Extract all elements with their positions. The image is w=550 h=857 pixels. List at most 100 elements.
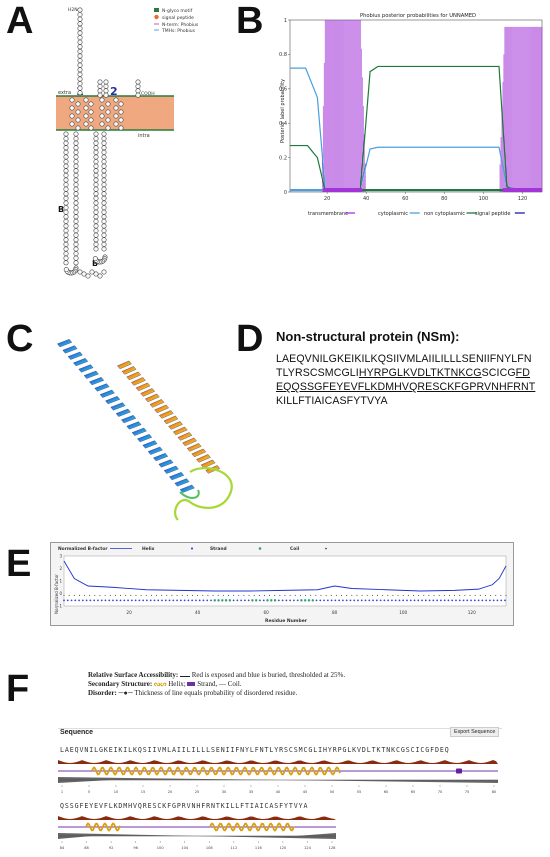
bfactor-ss-dot xyxy=(66,599,69,602)
psipred-tick: 116 xyxy=(255,846,263,850)
psipred-tick: 100 xyxy=(157,846,165,850)
phobius-legend-item: non cytoplasmic xyxy=(424,211,465,217)
bfactor-ss-dot xyxy=(424,599,427,602)
psipred-tick: 50 xyxy=(330,790,335,794)
nsm-seq-line-1: LAEQVNILGKEIKILKQSIIVMLAIILILLLSENIIFNYL… xyxy=(276,353,532,365)
bfactor-ss-dot xyxy=(402,599,405,602)
psipred-tick: 60 xyxy=(384,790,389,794)
psipred-tick: 84 xyxy=(60,846,65,850)
psipred-tick: 35 xyxy=(249,790,254,794)
legend-rsa: Relative Surface Accessibility: Red is e… xyxy=(88,671,346,679)
bfactor-ss-dot xyxy=(198,599,201,602)
legend-tmhs: TMHs: Phobius xyxy=(161,28,196,34)
bfactor-ss-dot xyxy=(364,599,367,602)
bfactor-ss-dot xyxy=(236,599,239,602)
psipred-tick: 80 xyxy=(492,790,497,794)
bfactor-ss-dot xyxy=(127,599,129,602)
bfactor-ss-dot xyxy=(496,599,499,602)
export-sequence-button[interactable]: Export Sequence xyxy=(450,727,500,737)
bfactor-ss-dot xyxy=(195,599,197,602)
psipred-seq-row-2: QSSGFEYEVFLKDMHVQRESCKFGPRVNHFRNTKILLFTI… xyxy=(60,802,309,810)
psipred-tick: 55 xyxy=(357,790,362,794)
legend-disorder: Disorder: ─●─ Thickness of line equals p… xyxy=(88,689,298,697)
bfactor-ss-dot xyxy=(146,599,148,602)
panel-label-b: B xyxy=(236,0,264,42)
psipred-tick: 88 xyxy=(84,846,89,850)
extra-label: extra xyxy=(58,90,71,96)
bfactor-ss-dot xyxy=(300,599,303,602)
bfactor-ss-dot xyxy=(428,599,431,602)
bfactor-ss-dot xyxy=(176,599,178,602)
bfactor-ss-dot xyxy=(123,599,126,602)
bfactor-ss-dot xyxy=(406,599,408,602)
bfactor-ss-dot xyxy=(304,599,307,602)
phobius-xtick: 40 xyxy=(363,196,369,202)
phobius-ytick: 0.8 xyxy=(279,52,287,58)
bfactor-ss-dot xyxy=(345,599,348,602)
nsm-seq-line-2: TLYRSCSMCGLIHYRPGLKVDLTKTNKCGSCICGFD xyxy=(276,367,530,379)
bfactor-ss-dot xyxy=(112,599,114,602)
bfactor-ss-dot xyxy=(108,599,111,602)
psipred-tick: 5 xyxy=(88,790,90,794)
intra-label: intra xyxy=(138,133,150,139)
bfactor-ss-dot xyxy=(202,599,205,602)
bfactor-ss-dot xyxy=(504,599,506,602)
panel-label-d: D xyxy=(236,318,264,360)
psipred-tick: 40 xyxy=(276,790,281,794)
bfactor-ytick: 3 xyxy=(59,554,62,559)
psipred-tick: 96 xyxy=(133,846,138,850)
bfactor-ytick: 0 xyxy=(59,591,62,596)
nterm-label: H2N xyxy=(68,7,78,13)
bfactor-ss-dot xyxy=(93,599,96,602)
psipred-tick: 112 xyxy=(230,846,237,850)
bfactor-ss-dot xyxy=(270,599,273,602)
bfactor-ytick: 2 xyxy=(59,566,62,571)
bfactor-ss-dot xyxy=(63,599,65,602)
legend-nglyco: N-glyco motif xyxy=(162,8,193,14)
bfactor-ss-dot xyxy=(191,599,194,602)
bfactor-ss-dot xyxy=(289,599,292,602)
bfactor-xtick: 60 xyxy=(263,610,269,615)
bfactor-ss-dot xyxy=(485,599,488,602)
bfactor-ss-dot xyxy=(462,599,465,602)
bfactor-ss-dot xyxy=(153,599,156,602)
marker-b-bottom: B xyxy=(92,259,98,268)
bfactor-xtick: 80 xyxy=(332,610,338,615)
bfactor-ss-dot xyxy=(149,599,152,602)
bfactor-ss-dot xyxy=(213,599,216,602)
bfactor-ss-dot xyxy=(368,599,371,602)
bfactor-ss-dot xyxy=(443,599,446,602)
bfactor-ss-dot xyxy=(296,599,299,602)
bfactor-ss-dot xyxy=(349,599,352,602)
bfactor-ss-dot xyxy=(164,599,167,602)
bfactor-ss-dot xyxy=(183,599,186,602)
bfactor-ss-dot xyxy=(232,599,235,602)
phobius-ylabel: Posterior label probability xyxy=(280,79,286,143)
phobius-legend-item: transmembrane xyxy=(308,211,348,217)
topology-diagram: extra intra H2N COOH 1 2 B B N-glyco mot… xyxy=(56,7,199,279)
bfactor-ss-dot xyxy=(307,599,311,602)
psipred-tick: 45 xyxy=(303,790,308,794)
bfactor-ss-dot xyxy=(172,599,175,602)
bfactor-ss-dot xyxy=(224,599,228,602)
bfactor-ytick: -1 xyxy=(58,604,62,609)
bfactor-ss-dot xyxy=(119,599,122,602)
bfactor-ss-dot xyxy=(473,599,476,602)
bfactor-ss-dot xyxy=(255,599,258,602)
psipred-tick: 128 xyxy=(329,846,337,850)
bfactor-ss-dot xyxy=(334,599,337,602)
phobius-xtick: 20 xyxy=(324,196,330,202)
bfactor-ytick: 1 xyxy=(59,579,62,584)
phobius-ytick: 0.6 xyxy=(279,87,287,93)
helix-number-2: 2 xyxy=(110,85,118,98)
psipred-tick: 70 xyxy=(438,790,443,794)
bfactor-ss-dot xyxy=(338,599,341,602)
bfactor-ss-dot xyxy=(387,599,390,602)
bfactor-ss-dot xyxy=(470,599,472,602)
psipred-tick: 120 xyxy=(279,846,287,850)
bfactor-line xyxy=(63,560,507,592)
cterm-label: COOH xyxy=(141,91,155,97)
legend-secondary-structure: Secondary Structure: ᔓᔕ Helix; Strand, —… xyxy=(88,680,242,688)
